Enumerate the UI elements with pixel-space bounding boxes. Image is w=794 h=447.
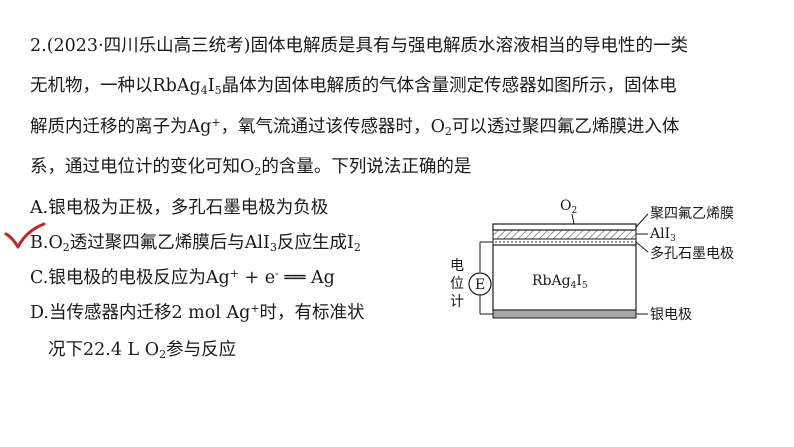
reaction-equals-sign: ══ [278,268,311,288]
meter-label-char: 位 [450,276,464,292]
electrolyte-block [492,244,637,311]
option-d[interactable]: D.当传感器内迁移2 mol Ag+时，有标准状 [30,299,365,324]
question-number: 2. [30,36,47,56]
formula-subscript: 2 [254,165,262,178]
formula-subscript: 2 [353,241,361,254]
ptfe-leader [635,213,649,228]
formula-subscript: 4 [200,84,208,97]
meter-label-char: 计 [450,294,464,310]
option-text: C.银电极的电极反应为 [30,268,206,288]
silver-label: 银电极 [650,307,692,323]
question-text: 无机物，一种以 [30,76,153,96]
formula-part: 22.4 L [83,340,145,360]
formula-superscript: - [275,267,279,280]
question-source: (2023·四川乐山高三统考) [46,36,251,56]
formula-superscript: + [229,267,239,280]
ptfe-membrane [492,223,637,231]
question-line-2: 无机物，一种以RbAg4I5晶体为固体电解质的气体含量测定传感器如图所示，固体电 [30,76,677,97]
graphite-label: 多孔石墨电极 [650,245,734,262]
formula-subscript: 2 [159,348,167,361]
option-a[interactable]: A.银电极为正极，多孔石墨电极为负极 [30,194,328,219]
formula-part: + e [238,268,276,288]
formula-part: Ag [310,268,335,288]
graphite-leader [635,241,649,253]
option-text: D.当传感器内迁移 [30,303,172,323]
question-text: ，氧气流通过该传感器时， [220,117,431,137]
question-line-4: 系，通过电位计的变化可知O2的含量。下列说法正确的是 [30,157,472,178]
ali3-layer [492,229,637,240]
question-text: 的含量。下列说法正确的是 [261,157,472,177]
option-label: B. [30,233,49,253]
formula-subscript: 3 [269,241,277,254]
o2-label: O2 [560,198,577,216]
formula-subscript: 2 [444,125,452,138]
option-d-line-2: 况下22.4 L O2参与反应 [48,336,236,361]
o2-arrow [571,213,575,225]
formula-superscript: + [250,302,260,315]
option-c[interactable]: C.银电极的电极反应为Ag+ + e- ══ Ag [30,264,335,289]
formula-subscript: 5 [214,84,222,97]
option-text: 反应生成 [276,233,347,253]
formula-part: O [240,157,255,177]
formula-part: 2 mol [171,303,221,323]
formula-part: O [144,340,160,360]
formula-part: AlI [244,233,270,253]
formula-part: Ag [187,117,212,137]
electrolyte-label: RbAg4I5 [532,273,588,291]
formula-superscript: + [211,116,221,129]
graphite-electrode [492,238,637,246]
formula-part: I [207,76,215,96]
sensor-diagram: O2 RbAg4I5 E 电 位 计 聚四氟乙烯膜 AlI3 多孔石墨电极 银电… [450,198,734,323]
ptfe-label: 聚四氟乙烯膜 [650,206,734,222]
ali3-label: AlI3 [649,226,676,244]
question-text: 固体电解质是具有与强电解质水溶液相当的导电性的一类 [250,36,688,56]
option-a-text: A.银电极为正极，多孔石墨电极为负极 [30,198,329,218]
option-text: 参与反应 [166,340,237,360]
question-text: 系，通过电位计的变化可知 [30,157,240,177]
formula-part: I [346,233,354,253]
silver-electrode [492,309,637,319]
formula-subscript: 2 [62,241,70,254]
formula-part: Ag [220,303,251,323]
question-text: 晶体为固体电解质的气体含量测定传感器如图所示，固体电 [221,76,677,96]
question-line-1: 2.(2023·四川乐山高三统考)固体电解质是具有与强电解质水溶液相当的导电性的… [30,36,688,56]
option-b[interactable]: B.O2透过聚四氟乙烯膜后与AlI3反应生成I2 [30,229,361,254]
formula-part: O [430,117,445,137]
question-text: 可以透过聚四氟乙烯膜进入体 [451,117,680,137]
formula-part: Ag [205,268,230,288]
check-mark-icon [4,222,46,249]
formula-part: O [48,233,63,253]
question-line-3: 解质内迁移的离子为Ag+，氧气流通过该传感器时，O2可以透过聚四氟乙烯膜进入体 [30,116,680,138]
option-text: 况下 [48,340,83,360]
meter-label-char: 电 [450,258,464,274]
meter-symbol: E [475,277,485,293]
option-text: 时，有标准状 [259,303,365,323]
question-text: 解质内迁移的离子为 [30,117,188,137]
option-text: 透过聚四氟乙烯膜后与 [69,233,245,253]
formula-part: RbAg [152,76,201,96]
